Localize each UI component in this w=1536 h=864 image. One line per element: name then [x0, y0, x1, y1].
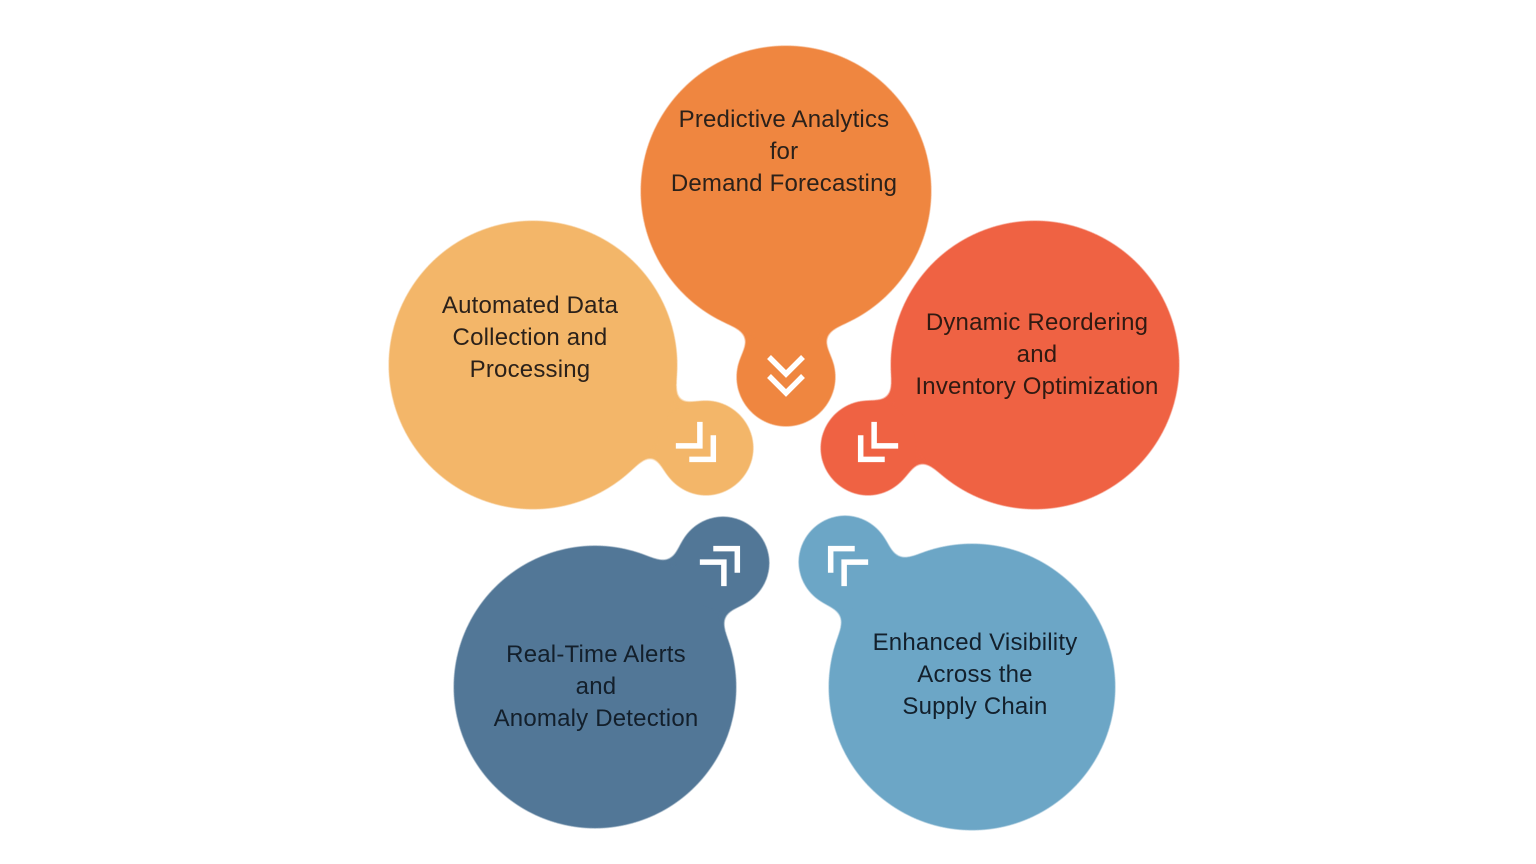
- double-chevron-up-left-icon: [827, 545, 869, 587]
- bubble-main-circle: [891, 221, 1179, 509]
- double-chevron-up-right-icon: [699, 545, 741, 587]
- bubble-enhanced-visibility: [798, 515, 1115, 830]
- bubble-main-circle: [829, 544, 1115, 830]
- bubble-main-circle: [389, 221, 677, 509]
- double-chevron-down-right-icon: [675, 421, 717, 463]
- bubble-connector-circle: [658, 400, 754, 496]
- bubble-main-circle: [641, 46, 931, 336]
- double-chevron-down-left-icon: [857, 421, 899, 463]
- bubble-connector-circle: [820, 400, 916, 496]
- bubble-real-time-alerts: [454, 516, 770, 828]
- bubble-main-circle: [454, 546, 736, 828]
- bubble-automated-data: [389, 221, 754, 509]
- double-chevron-down-icon: [767, 355, 805, 397]
- bubble-dynamic-reordering: [820, 221, 1179, 509]
- bubble-predictive-analytics: [641, 46, 931, 427]
